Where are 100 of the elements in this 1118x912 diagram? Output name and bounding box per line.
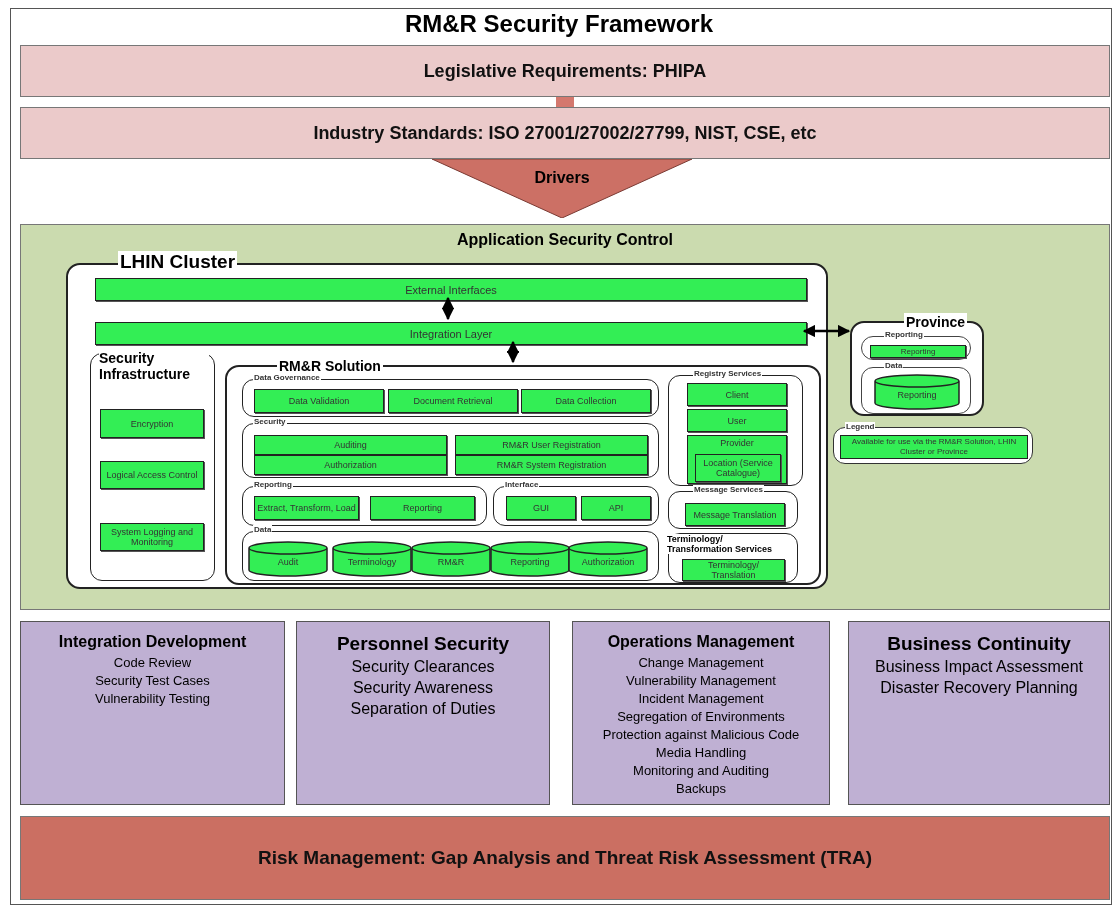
component-box	[254, 435, 447, 455]
component-box	[870, 345, 966, 358]
component-box	[581, 496, 651, 520]
component-box	[695, 454, 781, 482]
control-panel	[20, 224, 1110, 610]
component-box	[388, 389, 518, 413]
box-label: Reporting	[899, 346, 937, 357]
group-heading: Data Governance	[253, 373, 321, 383]
list-item: Security Awareness	[351, 678, 495, 698]
box-label: Location (Service Catalogue)	[702, 458, 774, 478]
database-cylinder	[490, 541, 570, 577]
box-label: Audit	[276, 557, 300, 567]
group-heading: Registry Services	[693, 369, 763, 379]
arrow-label: Drivers	[533, 169, 591, 187]
box-label: RM&R System Registration	[495, 460, 608, 470]
group-heading: Data	[253, 525, 273, 535]
component-box	[455, 455, 648, 475]
legend-text: Available for use via the RM&R Solution, LHIN Cluster or Province	[850, 437, 1018, 457]
group-heading: Interface	[504, 480, 540, 490]
box-label: RM&R	[436, 557, 466, 567]
component-box	[506, 496, 576, 520]
database-cylinder	[874, 374, 960, 410]
box-label: Document Retrieval	[412, 396, 494, 406]
panel-title: Operations Management	[606, 632, 796, 652]
box-label: System Logging and Monitoring	[109, 527, 195, 547]
box-label: Data Validation	[287, 396, 351, 406]
group-heading: Security Infrastructure	[99, 350, 209, 382]
component-box	[685, 503, 785, 526]
group-container	[668, 533, 798, 583]
band-title: Legislative Requirements: PHIPA	[423, 60, 707, 82]
box-label: Encryption	[129, 418, 175, 429]
box-label: Client	[724, 389, 750, 400]
list-item: Vulnerability Management	[625, 672, 777, 689]
chevron-arrow	[432, 159, 692, 218]
group-heading: Message Services	[693, 485, 764, 495]
component-box	[521, 389, 651, 413]
group-heading: Security	[253, 417, 287, 427]
box-label: GUI	[532, 503, 550, 513]
box-label: Auditing	[333, 440, 368, 450]
list-item: Security Clearances	[350, 657, 496, 677]
list-item: Vulnerability Testing	[94, 690, 211, 707]
database-cylinder	[568, 541, 648, 577]
list-item: Business Impact Assessment	[873, 657, 1085, 677]
panel-title: Personnel Security	[335, 632, 511, 655]
box-label: Terminology	[346, 557, 398, 567]
component-box	[254, 389, 384, 413]
box-label: Terminology/ Translation	[707, 560, 760, 580]
box-label: Reporting	[896, 390, 938, 400]
component-box	[687, 409, 787, 432]
panel-title: Integration Development	[57, 632, 248, 652]
double-arrow	[506, 340, 520, 364]
band-title: Industry Standards: ISO 27001/27002/27799, NIST, CSE, etc	[313, 122, 817, 144]
box-label: Extract, Transform, Load	[257, 503, 356, 513]
box-label: Authorization	[323, 460, 378, 470]
box-label: Provider	[719, 438, 755, 448]
list-item: Backups	[675, 780, 727, 797]
list-item: Media Handling	[654, 744, 748, 761]
box-label: Authorization	[580, 557, 636, 567]
box-label: Logical Access Control	[105, 470, 199, 480]
list-item: Incident Management	[637, 690, 765, 707]
database-cylinder	[411, 541, 491, 577]
double-arrow	[802, 324, 851, 338]
component-box	[687, 383, 787, 406]
component-box	[100, 409, 204, 438]
panel-title: Application Security Control	[456, 231, 674, 249]
list-item: Monitoring and Auditing	[632, 762, 770, 779]
list-item: Code Review	[112, 654, 193, 671]
component-box	[100, 461, 204, 489]
category-panel	[572, 621, 830, 805]
component-box	[682, 559, 785, 581]
component-box	[100, 523, 204, 551]
group-container	[90, 353, 215, 581]
component-box	[254, 496, 359, 520]
component-box	[95, 322, 807, 345]
box-label: External Interfaces	[404, 283, 498, 296]
connector-bar	[556, 97, 574, 107]
box-label: Data Collection	[554, 396, 618, 406]
component-box	[254, 455, 447, 475]
group-heading: Reporting	[253, 480, 293, 490]
box-label: RM&R User Registration	[501, 440, 602, 450]
list-item: Security Test Cases	[94, 672, 211, 689]
layer-band	[20, 107, 1110, 159]
component-box	[95, 278, 807, 301]
component-box	[370, 496, 475, 520]
layer-band	[20, 45, 1110, 97]
band-title: Risk Management: Gap Analysis and Threat Risk Assessment (TRA)	[257, 847, 873, 869]
list-item: Disaster Recovery Planning	[879, 678, 1079, 698]
category-panel	[296, 621, 550, 805]
list-item: Change Management	[637, 654, 765, 671]
component-box	[687, 435, 787, 484]
category-panel	[848, 621, 1110, 805]
box-label: Reporting	[509, 557, 551, 567]
box-label: User	[726, 415, 748, 426]
double-arrow	[441, 296, 455, 321]
box-label: Integration Layer	[408, 327, 494, 340]
category-panel	[20, 621, 285, 805]
list-item: Separation of Duties	[349, 699, 497, 719]
list-item: Protection against Malicious Code	[601, 726, 801, 743]
panel-title: Business Continuity	[886, 632, 1072, 655]
box-label: Reporting	[402, 503, 443, 513]
